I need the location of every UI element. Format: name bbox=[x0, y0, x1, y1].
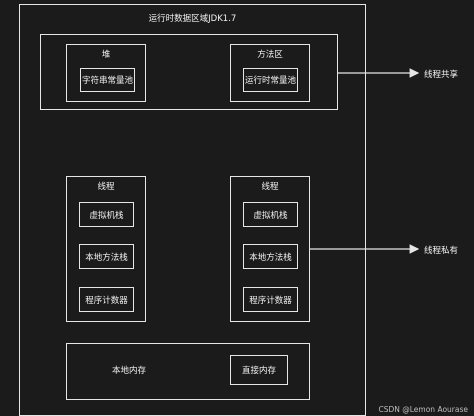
method-area-label: 方法区 bbox=[257, 50, 283, 60]
shared-region bbox=[40, 34, 338, 110]
heap-label: 堆 bbox=[101, 50, 111, 60]
string-constant-pool: 字符串常量池 bbox=[80, 68, 135, 92]
thread-left-native-stack: 本地方法栈 bbox=[79, 244, 134, 269]
runtime-data-area-title: 运行时数据区域JDK1.7 bbox=[148, 14, 237, 24]
thread-private-label: 线程私有 bbox=[424, 246, 459, 256]
thread-shared-label: 线程共享 bbox=[424, 70, 459, 80]
thread-right-pc-register: 程序计数器 bbox=[243, 287, 298, 312]
thread-right-label: 线程 bbox=[261, 182, 279, 192]
thread-right-vm-stack: 虚拟机栈 bbox=[243, 202, 298, 227]
thread-right-box: 线程 bbox=[230, 176, 310, 322]
native-memory-label: 本地内存 bbox=[111, 366, 146, 376]
direct-memory: 直接内存 bbox=[230, 355, 288, 385]
runtime-constant-pool: 运行时常量池 bbox=[243, 68, 298, 92]
thread-left-pc-register: 程序计数器 bbox=[79, 287, 134, 312]
thread-left-vm-stack: 虚拟机栈 bbox=[79, 202, 134, 227]
thread-left-box: 线程 bbox=[66, 176, 146, 322]
method-area-box: 方法区 bbox=[230, 44, 310, 102]
thread-left-label: 线程 bbox=[97, 182, 115, 192]
watermark: CSDN @Lemon Aourase bbox=[378, 405, 468, 414]
thread-right-native-stack: 本地方法栈 bbox=[243, 244, 298, 269]
native-memory-box: 本地内存 bbox=[66, 343, 310, 400]
heap-box: 堆 bbox=[66, 44, 146, 102]
